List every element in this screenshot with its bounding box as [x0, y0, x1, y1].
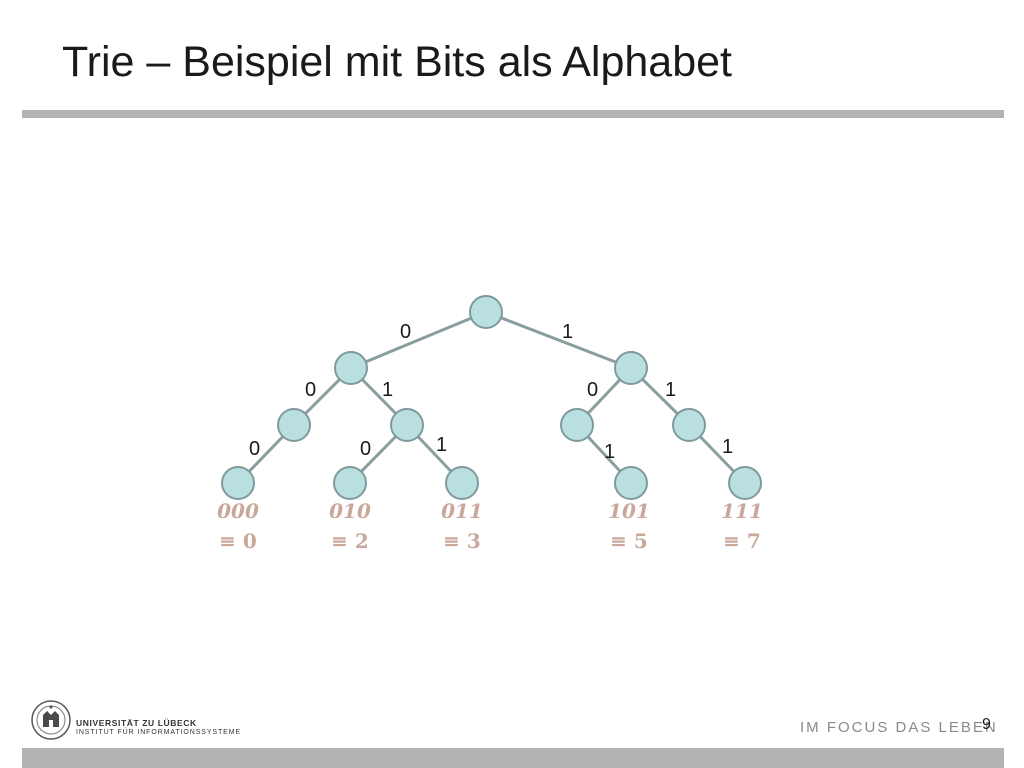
- edge-label-lr-right: 1: [436, 434, 447, 456]
- leaf-code: 111: [721, 499, 763, 523]
- edge-label-rr-right: 1: [722, 436, 733, 458]
- edge-labels: 0 1 0 1 0 1 0 0 1 1 1: [249, 321, 733, 463]
- edge-label-ll-left: 0: [249, 438, 260, 460]
- node-1: [614, 351, 648, 385]
- edge-label-lr-left: 0: [360, 438, 371, 460]
- leaf-labels: 000 ≡ 0 010 ≡ 2 011 ≡ 3 101 ≡ 5 111 ≡ 7: [217, 499, 763, 553]
- page-number: 9: [982, 716, 991, 733]
- leaf-value: ≡ 0: [219, 529, 257, 553]
- slide-title: Trie – Beispiel mit Bits als Alphabet: [62, 38, 732, 86]
- edge-label-r-left: 0: [587, 379, 598, 401]
- leaf-value: ≡ 3: [443, 529, 481, 553]
- edge-label-root-right: 1: [562, 321, 573, 343]
- slogan: IM FOCUS DAS LEBEN: [800, 719, 998, 736]
- node-010: [333, 466, 367, 500]
- edge-label-root-left: 0: [400, 321, 411, 343]
- edge-label-l-right: 1: [382, 379, 393, 401]
- leaf-value: ≡ 7: [723, 529, 761, 553]
- edge-root-right: [485, 310, 632, 370]
- leaf-value: ≡ 5: [610, 529, 648, 553]
- edge-label-rl-right: 1: [604, 441, 615, 463]
- node-0: [334, 351, 368, 385]
- trie-nodes: [221, 295, 762, 500]
- footer-bar: [22, 748, 1004, 768]
- leaf-code: 000: [217, 499, 259, 523]
- node-10: [560, 408, 594, 442]
- leaf-code: 011: [441, 499, 483, 523]
- leaf-code: 010: [329, 499, 371, 523]
- university-name: UNIVERSITÄT ZU LÜBECK: [76, 718, 197, 728]
- institute-name: INSTITUT FÜR INFORMATIONSSYSTEME: [76, 729, 242, 736]
- leaf-code: 101: [608, 499, 650, 523]
- edge-label-r-right: 1: [665, 379, 676, 401]
- leaf-value: ≡ 2: [331, 529, 369, 553]
- node-root: [469, 295, 503, 329]
- node-000: [221, 466, 255, 500]
- node-101: [614, 466, 648, 500]
- node-11: [672, 408, 706, 442]
- node-111: [728, 466, 762, 500]
- node-011: [445, 466, 479, 500]
- edge-root-left: [350, 310, 487, 370]
- title-divider: [22, 110, 1004, 118]
- node-00: [277, 408, 311, 442]
- edge-label-l-left: 0: [305, 379, 316, 401]
- university-seal-icon: [31, 700, 71, 740]
- node-01: [390, 408, 424, 442]
